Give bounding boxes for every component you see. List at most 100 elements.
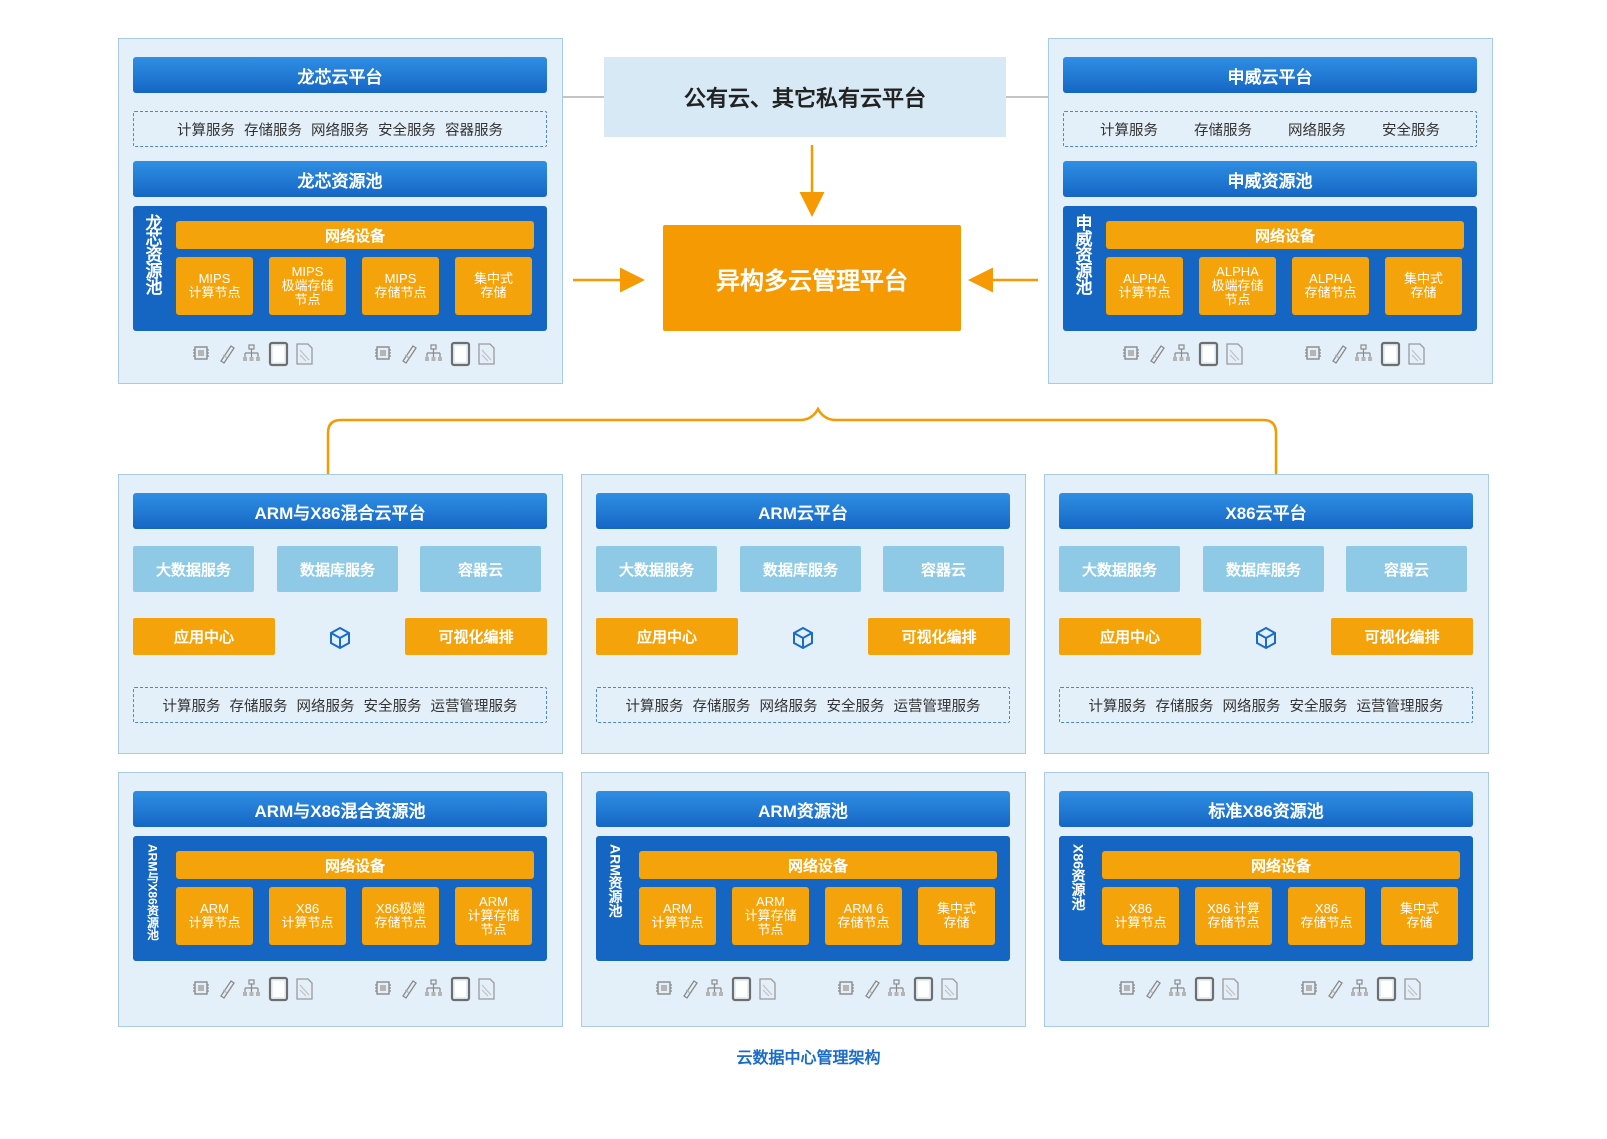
multi-cloud-management-box: 异构多云管理平台 [663, 225, 961, 331]
diagram-caption: 云数据中心管理架构 [736, 1050, 881, 1067]
node-box: 集中式 存储 [1385, 257, 1462, 315]
container-cloud: 容器云 [1346, 546, 1467, 592]
service-item: 安全服务 [1289, 698, 1348, 715]
longxin-services: 计算服务 存储服务 网络服务 安全服务 容器服务 [133, 111, 547, 147]
tablet-icon [450, 341, 471, 367]
node-box: ALPHA 极端存储 节点 [1199, 257, 1276, 315]
pen-icon [1328, 980, 1343, 999]
pool-panel-hybrid: ARM与X86混合资源池 ARM与X86资源池 网络设备 ARM 计算节点 X8… [118, 772, 563, 1027]
chip-icon [1123, 346, 1139, 360]
document-icon [1408, 343, 1425, 365]
platform-title: ARM与X86混合云平台 [133, 493, 547, 529]
document-icon [1226, 343, 1243, 365]
pen-icon [1150, 345, 1165, 364]
hierarchy-icon [425, 344, 442, 361]
hierarchy-icon [425, 979, 442, 996]
pool-vertical-label: ARM资源池 [607, 844, 624, 918]
node-box: ARM 计算节点 [639, 887, 716, 945]
hierarchy-icon [888, 979, 905, 996]
chip-icon [375, 346, 391, 360]
document-icon [296, 978, 313, 1000]
pool-vertical-label: ARM与X86资源池 [145, 844, 160, 941]
pen-icon [402, 980, 417, 999]
tablet-icon [268, 341, 289, 367]
service-item: 计算服务 [177, 122, 235, 139]
base-services: 计算服务 存储服务 网络服务 安全服务 运营管理服务 [596, 687, 1010, 723]
service-item: 网络服务 [759, 698, 818, 715]
app-center-button: 应用中心 [133, 618, 275, 655]
chip-icon [375, 981, 391, 995]
document-icon [296, 343, 313, 365]
visual-orchestration-button: 可视化编排 [1331, 618, 1473, 655]
pen-icon [220, 980, 235, 999]
database-service: 数据库服务 [277, 546, 398, 592]
pen-icon [683, 980, 698, 999]
longxin-panel: 龙芯云平台 计算服务 存储服务 网络服务 安全服务 容器服务 龙芯资源池 龙芯资… [118, 38, 563, 384]
service-item: 网络服务 [1222, 698, 1281, 715]
shenwei-panel: 申威云平台 计算服务 存储服务 网络服务 安全服务 申威资源池 申威资源池 网络… [1048, 38, 1493, 384]
chip-icon [193, 981, 209, 995]
pool-vertical-label: X86资源池 [1070, 844, 1087, 911]
hardware-icons [191, 341, 315, 367]
pool-title: ARM与X86混合资源池 [133, 791, 547, 827]
hierarchy-icon [1351, 979, 1368, 996]
base-services: 计算服务 存储服务 网络服务 安全服务 运营管理服务 [133, 687, 547, 723]
network-device-bar: 网络设备 [176, 221, 534, 249]
platform-panel-arm: ARM云平台 大数据服务 数据库服务 容器云 应用中心 可视化编排 计算服务 存… [581, 474, 1026, 754]
chip-icon [1119, 981, 1135, 995]
database-service: 数据库服务 [740, 546, 861, 592]
hardware-icons [1117, 976, 1241, 1002]
longxin-cloud-title: 龙芯云平台 [133, 57, 547, 93]
hardware-icons [654, 976, 778, 1002]
service-item: 存储服务 [244, 122, 302, 139]
service-item: 计算服务 [625, 698, 684, 715]
pen-icon [1146, 980, 1161, 999]
pool-vertical-label: 龙芯资源池 [142, 214, 162, 294]
chip-icon [1305, 346, 1321, 360]
pool-panel-arm: ARM资源池 ARM资源池 网络设备 ARM 计算节点 ARM 计算存储 节点 … [581, 772, 1026, 1027]
cube-icon [330, 626, 350, 650]
node-box: X86 计算节点 [269, 887, 346, 945]
node-box: MIPS 存储节点 [362, 257, 439, 315]
app-center-button: 应用中心 [596, 618, 738, 655]
network-device-bar: 网络设备 [176, 851, 534, 879]
hierarchy-icon [1173, 344, 1190, 361]
pool-vertical-label: 申威资源池 [1072, 214, 1092, 294]
hardware-icons [373, 976, 497, 1002]
tablet-icon [1194, 976, 1215, 1002]
pen-icon [220, 345, 235, 364]
public-cloud-box: 公有云、其它私有云平台 [604, 57, 1006, 137]
network-device-bar: 网络设备 [1106, 221, 1464, 249]
pen-icon [402, 345, 417, 364]
tablet-icon [1380, 341, 1401, 367]
bigdata-service: 大数据服务 [1059, 546, 1180, 592]
base-services: 计算服务 存储服务 网络服务 安全服务 运营管理服务 [1059, 687, 1473, 723]
document-icon [478, 343, 495, 365]
node-box: ARM 计算存储 节点 [455, 887, 532, 945]
longxin-pool: 龙芯资源池 网络设备 MIPS 计算节点 MIPS 极端存储 节点 MIPS 存… [133, 206, 547, 331]
resource-pool: X86资源池 网络设备 X86 计算节点 X86 计算 存储节点 X86 存储节… [1059, 836, 1473, 961]
service-item: 计算服务 [1100, 122, 1158, 139]
node-box: MIPS 计算节点 [176, 257, 253, 315]
node-box: 集中式 存储 [455, 257, 532, 315]
pool-title: ARM资源池 [596, 791, 1010, 827]
document-icon [759, 978, 776, 1000]
node-box: 集中式 存储 [1381, 887, 1458, 945]
shenwei-services: 计算服务 存储服务 网络服务 安全服务 [1063, 111, 1477, 147]
hierarchy-icon [1355, 344, 1372, 361]
shenwei-pool: 申威资源池 网络设备 ALPHA 计算节点 ALPHA 极端存储 节点 ALPH… [1063, 206, 1477, 331]
tablet-icon [731, 976, 752, 1002]
chip-icon [838, 981, 854, 995]
chip-icon [1301, 981, 1317, 995]
database-service: 数据库服务 [1203, 546, 1324, 592]
service-item: 网络服务 [296, 698, 355, 715]
service-item: 存储服务 [1155, 698, 1214, 715]
service-item: 网络服务 [311, 122, 369, 139]
hierarchy-icon [243, 979, 260, 996]
node-box: X86极端 存储节点 [362, 887, 439, 945]
tablet-icon [1198, 341, 1219, 367]
hierarchy-icon [243, 344, 260, 361]
service-item: 计算服务 [1088, 698, 1147, 715]
node-box: X86 计算 存储节点 [1195, 887, 1272, 945]
